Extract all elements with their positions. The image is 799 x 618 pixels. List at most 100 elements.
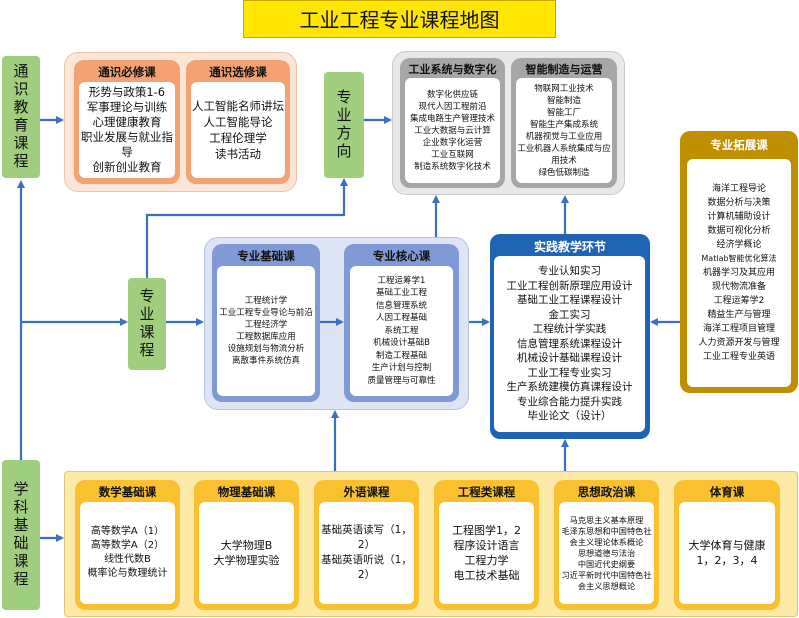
list-item: 系统工程 [384,325,419,336]
list-item: 工业工程专业实习 [527,366,612,379]
list-item: 工业工程创新原理应用设计 [506,279,633,292]
engineering-card: 工程类课程 工程图学1，2 程序设计语言 工程力学 电工技术基础 [434,480,539,610]
major-extension-title: 专业拓展课 [710,138,768,152]
list-item: 工业互联网 [431,149,474,160]
list-item: 智能制造 [546,95,581,106]
intelligent-manufacturing-list: 物联网工业技术 智能制造 智能工厂 智能生产集成系统 机器视觉与工业应用 工业机… [516,83,612,179]
list-item: 集成电路生产管理技术 [409,113,495,124]
page-title: 工业工程专业课程地图 [243,0,556,38]
list-item: 离散事件系统仿真 [231,356,300,366]
general-education-label: 通识教育课程 [2,56,40,178]
list-item: 基础工业工程课程设计 [517,294,622,307]
engineering-list: 工程图学1，2 程序设计语言 工程力学 电工技术基础 [452,523,521,583]
general-elective-card: 通识选修课 人工智能名师讲坛 人工智能导论 工程伦理学 读书活动 [186,60,290,184]
list-item: 人因工程基础 [375,313,427,324]
list-item: 心理健康教育 [92,115,162,129]
major-courses-label: 专业课程 [128,278,166,370]
practice-card: 实践教学环节 专业认知实习 工业工程创新原理应用设计 基础工业工程课程设计 金工… [490,234,650,439]
intelligent-manufacturing-card: 智能制造与运营 物联网工业技术 智能制造 智能工厂 智能生产集成系统 机器视觉与… [511,58,617,188]
politics-list: 马克思主义基本原理 毛泽东思想和中国特色社会主义理论体系概论 思想道德与法治 中… [559,515,654,592]
physics-basics-title: 物理基础课 [217,485,276,499]
engineering-title: 工程类课程 [457,485,516,499]
list-item: 生产计划与控制 [371,363,432,374]
list-item: 工程经济学 [244,320,288,330]
major-extension-list: 海洋工程导论 数据分析与决策 计算机辅助设计 数据可视化分析 经济学概论 Mat… [698,182,779,364]
major-basic-card: 专业基础课 工程统计学 工业工程专业导论与前沿 工程经济学 工程数据库应用 设施… [212,244,320,402]
list-item: 制造工程基础 [375,350,427,361]
list-item: 人工智能名师讲坛 [192,99,284,113]
general-elective-list: 人工智能名师讲坛 人工智能导论 工程伦理学 读书活动 [192,98,284,162]
general-required-title: 通识必修课 [98,65,156,79]
list-item: 物联网工业技术 [534,83,594,94]
politics-card: 思想政治课 马克思主义基本原理 毛泽东思想和中国特色社会主义理论体系概论 思想道… [554,480,659,610]
physics-basics-card: 物理基础课 大学物理B 大学物理实验 [194,480,299,610]
list-item: 人力资源开发与管理 [698,338,780,348]
foreign-language-card: 外语课程 基础英语读写（1，2） 基础英语听说（1，2） [314,480,419,610]
industrial-systems-title: 工业系统与数字化 [408,63,497,76]
list-item: 工程运筹学1 [377,275,426,286]
major-core-card: 专业核心课 工程运筹学1 基础工业工程 信息管理系统 人因工程基础 系统工程 机… [344,244,459,402]
list-item: 工业机器人系统集成与应用技术 [517,143,611,166]
list-item: 精益生产与管理 [707,310,771,320]
list-item: Matlab智能优化算法 [701,254,777,263]
list-item: 马克思主义基本原理 [569,514,644,525]
list-item: 计算机辅助设计 [707,212,771,222]
list-item: 工业工程专业导论与前沿 [219,308,313,318]
list-item: 设施规划与物流分析 [227,344,305,354]
intelligent-manufacturing-title: 智能制造与运营 [525,63,603,76]
list-item: 高等数学A（1） [90,526,165,537]
list-item: 专业认知实习 [538,265,601,278]
math-basics-title: 数学基础课 [98,485,157,499]
list-item: 经济学概论 [716,240,762,250]
list-item: 高等数学A（2） [90,540,165,551]
math-basics-card: 数学基础课 高等数学A（1） 高等数学A（2） 线性代数B 概率论与数理统计 [75,480,180,610]
list-item: 大学物理B [220,539,273,552]
list-item: 数据分析与决策 [707,198,771,208]
list-item: 习近平新时代中国特色社会主义思想概论 [561,569,652,591]
list-item: 绿色低碳制造 [538,167,590,178]
list-item: 工程图学1，2 [452,524,521,537]
practice-title: 实践教学环节 [533,240,606,254]
list-item: 读书活动 [215,147,261,161]
list-item: 制造系统数字化技术 [414,161,491,172]
list-item: 概率论与数理统计 [87,568,168,579]
general-required-card: 通识必修课 形势与政策1-6 军事理论与训练 心理健康教育 职业发展与就业指导 … [74,60,180,184]
pe-title: 体育课 [709,485,745,499]
list-item: 1，2，3，4 [696,554,758,567]
pe-card: 体育课 大学体育与健康 1，2，3，4 [674,480,780,610]
discipline-basics-label: 学科基础课程 [2,460,40,610]
major-extension-card: 专业拓展课 海洋工程导论 数据分析与决策 计算机辅助设计 数据可视化分析 经济学… [680,131,798,393]
major-core-title: 专业核心课 [372,249,431,263]
list-item: 职业发展与就业指导 [81,130,173,159]
list-item: 基础英语读写（1，2） [321,524,412,551]
list-item: 生产系统建模仿真课程设计 [506,381,633,394]
list-item: 数字化供应链 [426,89,478,100]
general-elective-title: 通识选修课 [209,65,267,79]
list-item: 基础工业工程 [375,288,427,299]
list-item: 程序设计语言 [453,539,520,552]
list-item: 形势与政策1-6 [88,85,166,99]
list-item: 专业综合能力提升实践 [517,395,622,408]
list-item: 大学物理实验 [213,554,280,567]
list-item: 工程伦理学 [209,131,267,145]
list-item: 机器学习及其应用 [702,268,775,278]
major-basic-list: 工程统计学 工业工程专业导论与前沿 工程经济学 工程数据库应用 设施规划与物流分… [219,295,313,367]
major-direction-label: 专业方向 [324,72,364,178]
politics-title: 思想政治课 [577,485,636,499]
industrial-systems-list: 数字化供应链 现代人因工程前沿 集成电路生产管理技术 工业大数据与云计算 企业数… [410,89,495,173]
list-item: 工业大数据与云计算 [414,125,491,136]
list-item: 工程统计学 [244,296,288,306]
foreign-language-list: 基础英语读写（1，2） 基础英语听说（1，2） [319,523,414,583]
list-item: 质量管理与可靠性 [367,375,436,386]
list-item: 智能工厂 [546,107,581,118]
list-item: 智能生产集成系统 [529,119,598,130]
general-required-list: 形势与政策1-6 军事理论与训练 心理健康教育 职业发展与就业指导 创新创业教育 [79,85,175,175]
industrial-systems-card: 工业系统与数字化 数字化供应链 现代人因工程前沿 集成电路生产管理技术 工业大数… [400,58,505,188]
list-item: 线性代数B [104,554,151,565]
practice-list: 专业认知实习 工业工程创新原理应用设计 基础工业工程课程设计 金工实习 工程统计… [507,264,633,424]
math-basics-list: 高等数学A（1） 高等数学A（2） 线性代数B 概率论与数理统计 [88,525,168,581]
list-item: 大学体育与健康 [688,539,766,552]
list-item: 企业数字化运营 [422,137,483,148]
list-item: 机器视觉与工业应用 [525,131,603,142]
